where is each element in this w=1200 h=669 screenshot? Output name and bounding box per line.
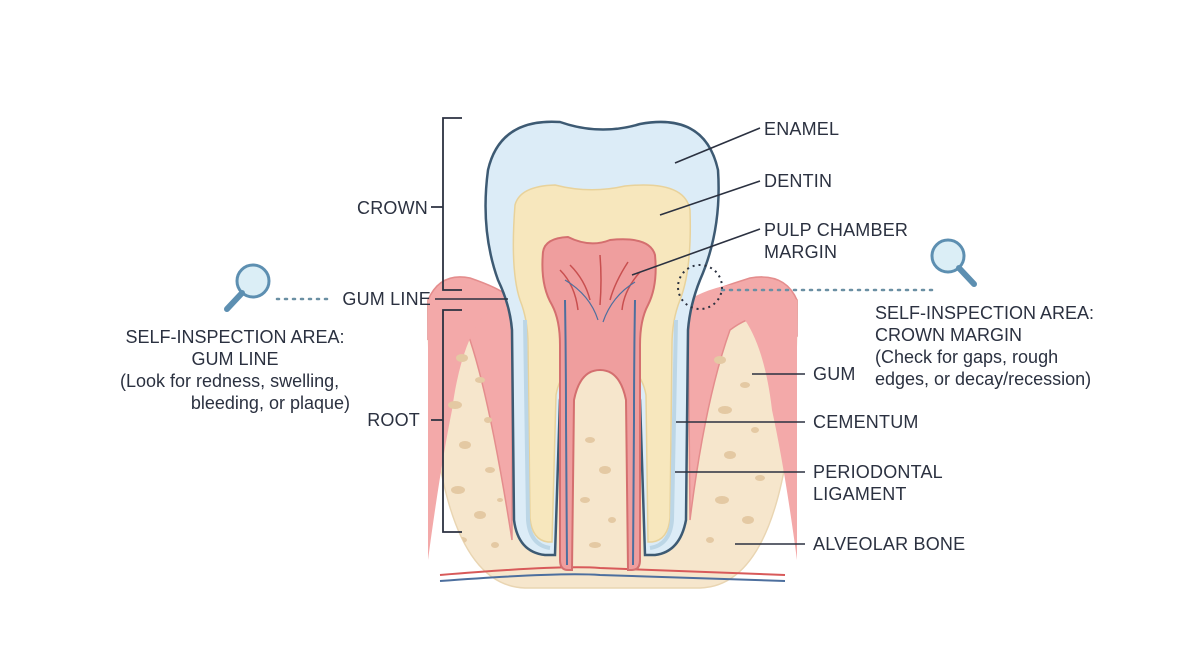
root-cementum-layer: [523, 319, 678, 550]
cementum-label: CEMENTUM: [813, 412, 919, 432]
right-note-body-2: edges, or decay/recession): [875, 369, 1092, 389]
bottom-vessel-line: [439, 566, 786, 576]
pulp-chamber-label-2: MARGIN: [764, 242, 838, 262]
bottom-nerve-line: [439, 573, 786, 582]
left-note-title-2: GUM LINE: [191, 349, 279, 369]
crown-margin-highlight: [677, 264, 723, 310]
gum-tissue-right-lower: [688, 284, 797, 560]
right-leader-lines: [631, 127, 805, 545]
enamel-label: ENAMEL: [764, 119, 840, 139]
root-canal-right: [632, 299, 636, 566]
pulp-vessels: [559, 254, 641, 311]
root-canal-left: [564, 299, 568, 566]
crown-label: CROWN: [357, 198, 428, 218]
right-note-title-1: SELF-INSPECTION AREA:: [875, 303, 1095, 323]
periodontal-ligament-label-1: PERIODONTAL: [813, 462, 943, 482]
left-note-title-1: SELF-INSPECTION AREA:: [125, 327, 345, 347]
right-self-inspection-note: SELF-INSPECTION AREA: CROWN MARGIN (Chec…: [875, 302, 1094, 390]
left-self-inspection-note: SELF-INSPECTION AREA: GUM LINE (Look for…: [120, 326, 350, 414]
right-note-body-1: (Check for gaps, rough: [875, 347, 1059, 367]
tooth-pulp: [541, 235, 657, 571]
periodontal-ligament-label-2: LIGAMENT: [813, 484, 907, 504]
root-bracket: [431, 309, 462, 533]
magnifier-icon: [224, 263, 271, 312]
gum-label: GUM: [813, 364, 856, 384]
gum-line-label: GUM LINE: [342, 289, 431, 309]
crown-bracket: [431, 117, 462, 291]
gum-tissue-left-lower: [428, 285, 512, 560]
pulp-chamber-label-1: PULP CHAMBER: [764, 220, 909, 240]
left-note-body-2: bleeding, or plaque): [190, 393, 350, 413]
pulp-nerves: [564, 279, 636, 323]
root-label: ROOT: [367, 410, 420, 430]
right-note-title-2: CROWN MARGIN: [875, 325, 1022, 345]
alveolar-bone-label: ALVEOLAR BONE: [813, 534, 966, 554]
left-note-body-1: (Look for redness, swelling,: [120, 371, 340, 391]
magnifier-icon: [930, 238, 977, 287]
dentin-label: DENTIN: [764, 171, 833, 191]
